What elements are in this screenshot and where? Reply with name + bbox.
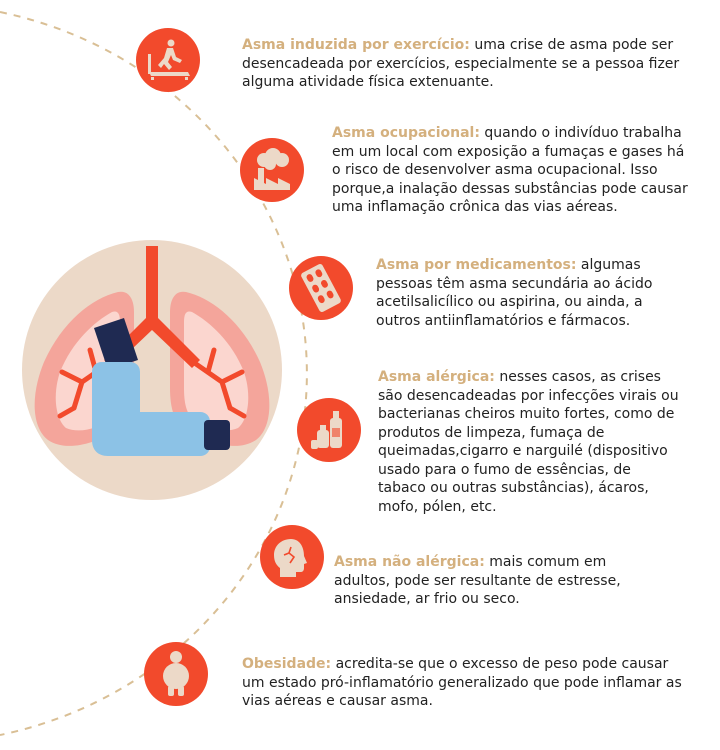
category-text: uma crise de asma pode ser desencadeada … [242, 37, 680, 90]
category-description: Asma induzida por exercício: uma crise d… [242, 36, 682, 92]
category-node [297, 398, 361, 462]
cleaning-bottles-icon [311, 411, 342, 449]
category-description: Obesidade: acredita-se que o excesso de … [242, 655, 682, 711]
category-title: Obesidade: [242, 656, 332, 672]
category-title: Asma por medicamentos: [376, 257, 577, 273]
inhaler-icon [92, 318, 230, 456]
category-title: Asma não alérgica: [334, 554, 485, 570]
category-node [144, 642, 208, 706]
category-text: nesses casos, as crises são desencadeada… [378, 369, 679, 515]
category-node [289, 256, 353, 320]
category-node [260, 525, 324, 589]
category-description: Asma alérgica: nesses casos, as crises s… [378, 368, 680, 516]
category-text: acredita-se que o excesso de peso pode c… [242, 656, 682, 709]
factory-smoke-icon [254, 148, 290, 190]
category-description: Asma não alérgica: mais comum em adultos… [334, 553, 664, 609]
category-title: Asma induzida por exercício: [242, 37, 470, 53]
category-text: algumas pessoas têm asma secundária ao á… [376, 257, 653, 329]
pill-blister-icon [301, 263, 341, 313]
category-text: quando o indivíduo trabalha em um local … [332, 125, 688, 215]
category-title: Asma alérgica: [378, 369, 495, 385]
treadmill-runner-icon [148, 39, 190, 80]
category-description: Asma por medicamentos: algumas pessoas t… [376, 256, 676, 330]
obese-person-icon [163, 651, 189, 696]
head-stress-icon [274, 539, 307, 577]
category-text: mais comum em adultos, pode ser resultan… [334, 554, 621, 607]
category-title: Asma ocupacional: [332, 125, 480, 141]
category-description: Asma ocupacional: quando o indivíduo tra… [332, 124, 692, 217]
category-node [136, 28, 200, 92]
category-node [240, 138, 304, 202]
